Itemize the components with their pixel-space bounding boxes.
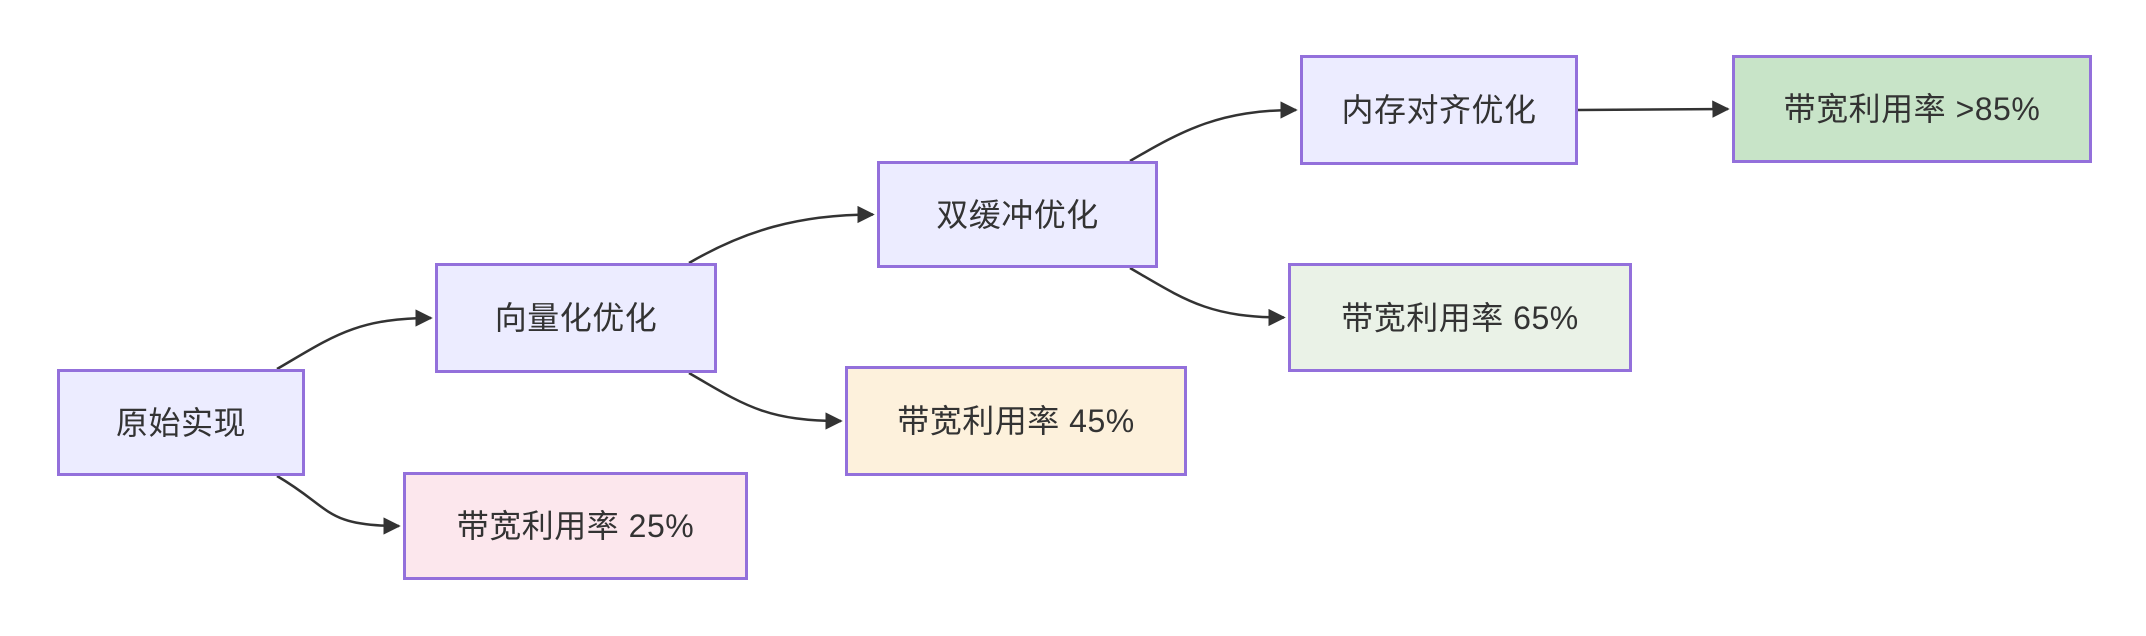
node-bandwidth-45: 带宽利用率 45% [845, 366, 1187, 476]
node-label: 带宽利用率 25% [456, 508, 695, 544]
node-label: 原始实现 [115, 404, 246, 441]
node-bandwidth-85: 带宽利用率 >85% [1732, 55, 2092, 163]
edge-vectorization-optimization-to-bandwidth-45 [688, 371, 843, 430]
edge-double-buffering-optimization-to-bandwidth-65 [1129, 266, 1286, 327]
node-bandwidth-65: 带宽利用率 65% [1288, 263, 1632, 372]
node-label: 向量化优化 [494, 300, 658, 336]
node-label: 带宽利用率 >85% [1783, 91, 2041, 127]
edge-original-implementation-to-bandwidth-25 [276, 474, 401, 535]
node-vectorization-optimization: 向量化优化 [435, 263, 717, 373]
node-label: 内存对齐优化 [1341, 92, 1537, 128]
node-original-implementation: 原始实现 [57, 369, 305, 476]
edge-memory-alignment-optimization-to-bandwidth-85 [1577, 100, 1730, 118]
node-memory-alignment-optimization: 内存对齐优化 [1300, 55, 1578, 165]
edge-vectorization-optimization-to-double-buffering-optimization [688, 205, 875, 265]
node-label: 双缓冲优化 [936, 196, 1099, 233]
node-label: 带宽利用率 45% [897, 403, 1135, 439]
node-label: 带宽利用率 65% [1341, 299, 1579, 336]
node-bandwidth-25: 带宽利用率 25% [403, 472, 748, 580]
edge-original-implementation-to-vectorization-optimization [276, 309, 433, 371]
node-double-buffering-optimization: 双缓冲优化 [877, 161, 1158, 268]
edge-double-buffering-optimization-to-memory-alignment-optimization [1129, 101, 1298, 163]
